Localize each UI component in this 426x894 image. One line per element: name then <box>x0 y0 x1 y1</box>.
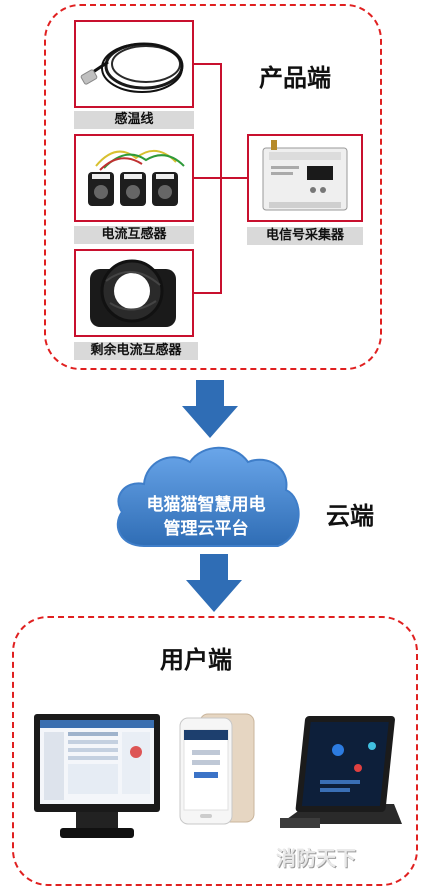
user-section-box <box>12 616 418 886</box>
temperature-wire-image <box>74 20 194 108</box>
smartphone-icon <box>179 713 255 825</box>
connector-line <box>220 177 248 179</box>
connector-line <box>194 292 222 294</box>
connector-line <box>194 63 222 65</box>
watermark: 消防天下 <box>276 846 356 870</box>
connector-line <box>194 177 222 179</box>
temperature-wire-label: 感温线 <box>74 111 194 129</box>
product-section-title: 产品端 <box>259 64 331 92</box>
current-transformer-label: 电流互感器 <box>74 226 194 244</box>
user-section-title: 用户端 <box>160 646 232 674</box>
residual-current-transformer-label: 剩余电流互感器 <box>74 342 198 360</box>
residual-current-transformer-image <box>74 249 194 337</box>
cloud-platform-line1: 电猫猫智慧用电 <box>146 495 266 515</box>
down-arrow-icon <box>182 380 238 438</box>
down-arrow-icon <box>186 554 242 612</box>
desktop-monitor-icon <box>34 714 160 838</box>
tablet-icon <box>280 716 402 828</box>
cloud-section-title: 云端 <box>326 502 374 530</box>
cloud-platform-line2: 管理云平台 <box>163 519 249 539</box>
product-section-box <box>44 4 382 370</box>
cloud-icon <box>116 446 300 547</box>
signal-collector-label: 电信号采集器 <box>247 227 363 245</box>
signal-collector-image <box>247 134 363 222</box>
current-transformer-image <box>74 134 194 222</box>
